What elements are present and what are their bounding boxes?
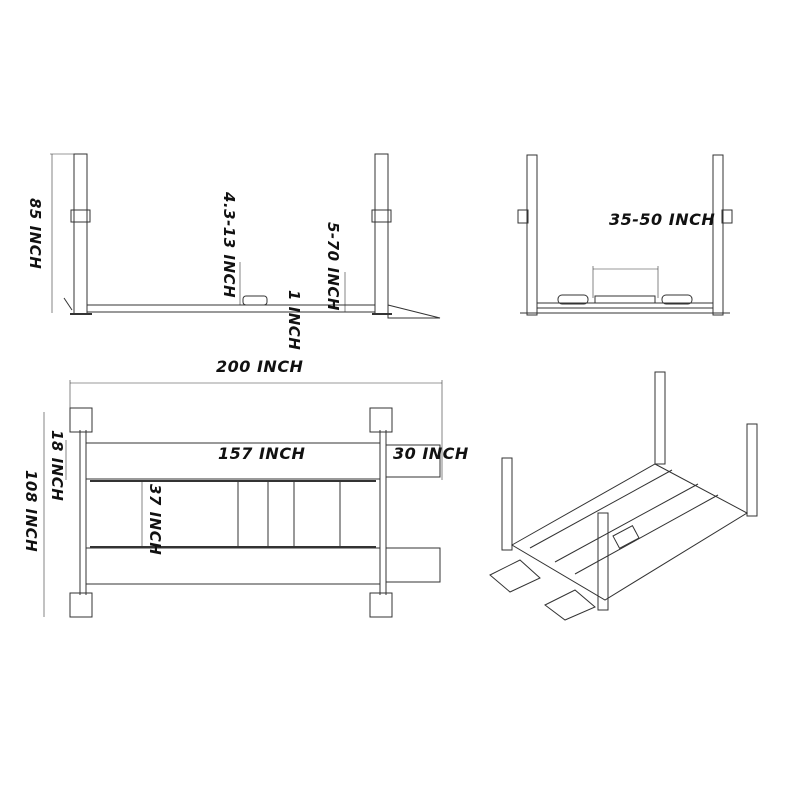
label-ramp: 30 INCH [393,444,469,463]
label-pad-height: 4.3-13 INCH [220,192,238,299]
front-view-drawing [517,154,733,316]
top-view-drawing [43,380,443,618]
label-rise: 5-70 INCH [324,222,342,311]
label-thickness: 1 INCH [285,290,303,351]
label-side-height: 85 INCH [26,198,44,270]
label-inner-gap: 37 INCH [146,484,164,556]
label-overall-length: 200 INCH [216,357,304,376]
label-overall-width: 108 INCH [22,470,40,553]
label-front-width: 35-50 INCH [609,210,716,229]
side-view-drawing [50,153,441,319]
label-runway-length: 157 INCH [218,444,306,463]
label-runway-width: 18 INCH [48,430,66,502]
isometric-view-drawing [489,371,758,621]
